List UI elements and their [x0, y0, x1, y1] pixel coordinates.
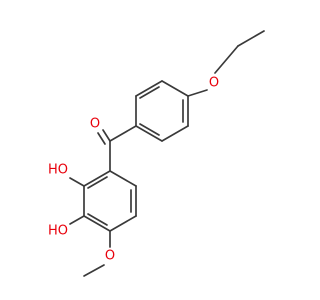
ethoxy-oxygen-label: O [209, 76, 219, 91]
bond-carbonyl-double-1 [102, 129, 111, 142]
bond-ring-a-6 [161, 80, 189, 97]
hydroxy-2-label: HO [48, 163, 68, 178]
bond-ring-a-3 [135, 125, 163, 142]
bond-ring-a-5 [135, 80, 163, 97]
bond-ring-a-inner-2 [139, 123, 160, 136]
bond-ring-b-1 [109, 170, 137, 187]
bond-methoxy-o-c [83, 264, 105, 277]
bond-ring-b-4 [83, 215, 111, 232]
hydroxy-3-label: HO [48, 224, 68, 239]
methoxy-oxygen-label: O [105, 249, 115, 264]
carbonyl-oxygen-label: O [90, 117, 100, 132]
bond-ether-o-ring [187, 89, 208, 97]
bond-ring-a-inner-3 [139, 86, 160, 99]
chemical-structure-diagram: O O HO HO O [48, 30, 265, 277]
bond-ring-b-6 [83, 170, 111, 187]
bond-ring-b-inner-3 [87, 176, 108, 189]
bond-ethyl-cc [237, 30, 265, 47]
bond-ethyl-co [214, 45, 239, 74]
bond-ring-b-inner-2 [87, 213, 108, 226]
bond-hydroxy-3 [69, 215, 85, 225]
bond-ring-a-2 [161, 125, 189, 142]
bond-ring-b-3 [109, 215, 137, 232]
bond-ring-a-carbonyl [109, 125, 137, 142]
bond-carbonyl-double-2 [97, 132, 106, 145]
bond-hydroxy-2 [69, 177, 85, 187]
